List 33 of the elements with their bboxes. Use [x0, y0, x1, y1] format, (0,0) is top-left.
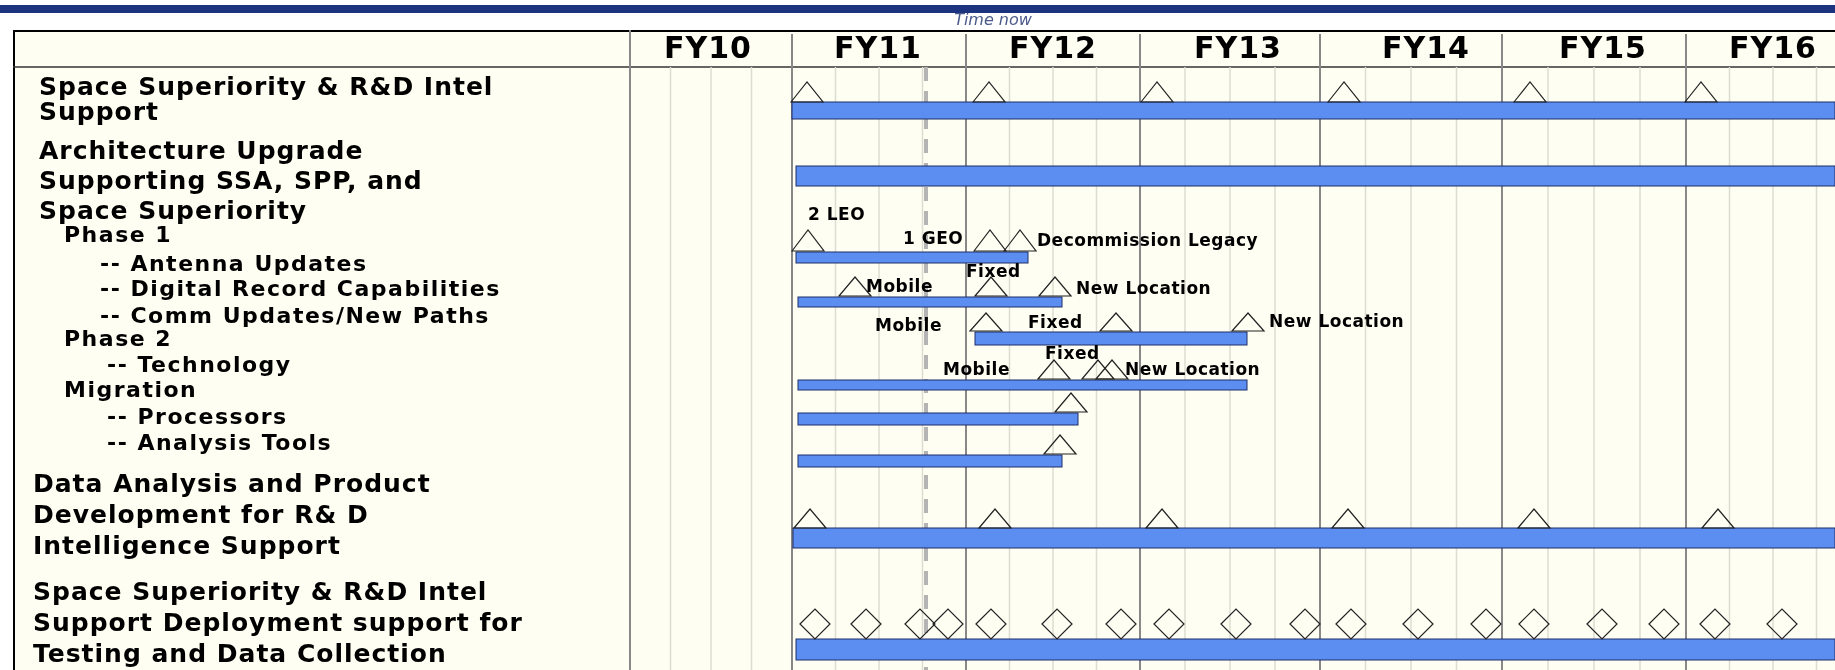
task-label: -- Analysis Tools: [107, 431, 333, 455]
year-header: FY12: [1009, 32, 1097, 64]
milestone-label: Mobile: [875, 316, 942, 334]
milestone-label: Mobile: [866, 277, 933, 295]
task-label: -- Processors: [107, 405, 288, 429]
task-label: -- Digital Record Capabilities: [100, 277, 501, 301]
year-header: FY13: [1194, 32, 1282, 64]
milestone-label: Mobile: [943, 360, 1010, 378]
year-header: FY15: [1559, 32, 1647, 64]
milestone-label: 1 GEO: [903, 229, 964, 247]
milestone-label: New Location: [1269, 312, 1405, 330]
task-label: Migration: [64, 378, 198, 402]
task-label: Phase 2: [64, 327, 173, 351]
milestone-label: Decommission Legacy: [1037, 231, 1259, 249]
row-label: Data Analysis and Product Development for R& D Intelligence Support: [33, 468, 432, 561]
milestone-label: Fixed: [966, 262, 1021, 280]
year-header: FY10: [664, 32, 752, 64]
milestone-label: Fixed: [1045, 344, 1100, 362]
time-now-label: Time now: [954, 11, 1032, 29]
milestone-label: New Location: [1125, 360, 1261, 378]
row-label: Architecture Upgrade Supporting SSA, SPP, and Space Superiority: [39, 136, 424, 226]
row-label: Space Superiority & R&D Intel Support: [39, 74, 495, 124]
task-label: -- Comm Updates/New Paths: [100, 304, 490, 328]
year-header: FY14: [1382, 32, 1470, 64]
year-header: FY11: [834, 32, 922, 64]
year-header: FY16: [1729, 32, 1817, 64]
task-label: -- Technology: [107, 353, 292, 377]
milestone-label: New Location: [1076, 279, 1212, 297]
task-label: Phase 1: [64, 223, 173, 247]
milestone-label: 2 LEO: [808, 205, 866, 223]
milestone-label: Fixed: [1028, 313, 1083, 331]
task-label: -- Antenna Updates: [100, 252, 368, 276]
row-label: Space Superiority & R&D Intel Support Deployment support for Testing and Data Collection: [33, 576, 524, 669]
